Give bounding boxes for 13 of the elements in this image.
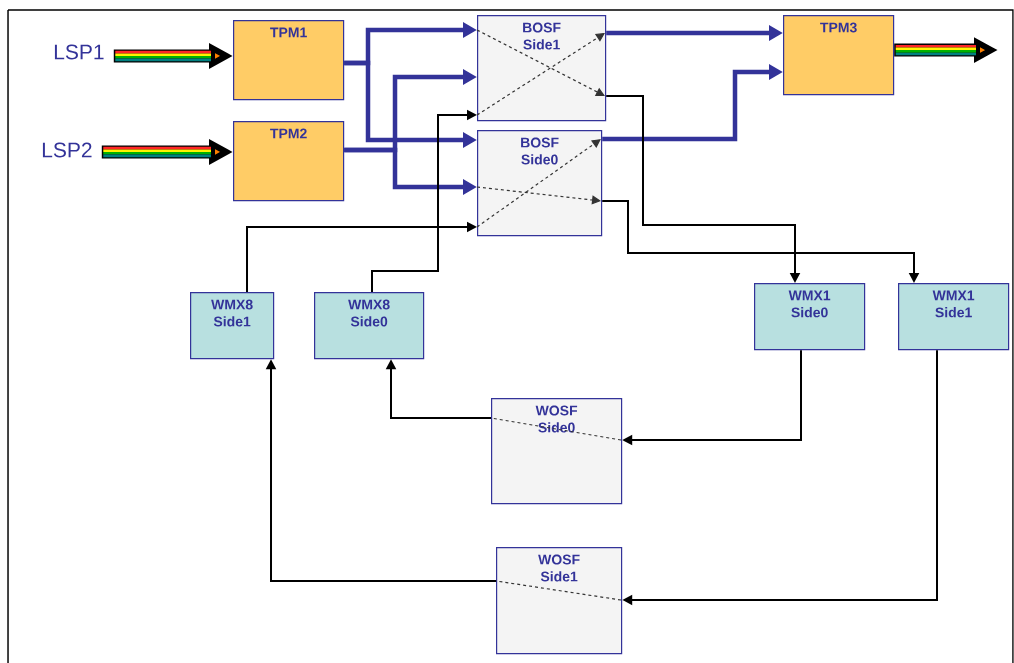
mux-box: WMX8 Side0 (314, 292, 425, 360)
module-box: TPM1 (233, 20, 345, 101)
switch-box: WOSF Side1 (496, 547, 623, 655)
switch-box: BOSF Side1 (477, 15, 607, 122)
module-box: TPM3 (783, 15, 895, 96)
mux-box: WMX1 Side1 (898, 283, 1010, 351)
switch-box: WOSF Side0 (491, 398, 623, 505)
mux-box: WMX8 Side1 (190, 292, 275, 360)
module-box: TPM2 (233, 121, 345, 202)
switch-box: BOSF Side0 (477, 130, 603, 237)
mux-box: WMX1 Side0 (754, 283, 866, 351)
input-label: LSP1 (54, 44, 104, 60)
input-label: LSP2 (42, 142, 92, 158)
